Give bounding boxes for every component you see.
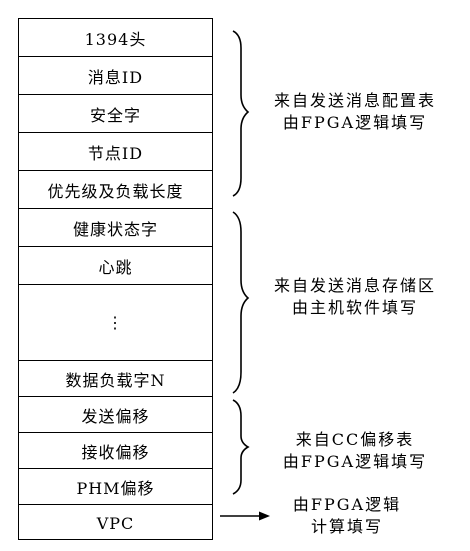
- field-safety-word: 安全字: [19, 95, 212, 133]
- field-receive-offset: 接收偏移: [19, 433, 212, 469]
- note-cc-offset-table: 来自CC偏移表 由FPGA逻辑填写: [282, 430, 428, 471]
- brace-cc-offset-table: [232, 399, 250, 495]
- brace-storage-area: [232, 211, 250, 394]
- note-storage-area: 来自发送消息存储区 由主机软件填写: [273, 276, 436, 317]
- field-ellipsis: ⋮: [19, 285, 212, 361]
- brace-config-table: [232, 30, 250, 197]
- field-message-id: 消息ID: [19, 57, 212, 95]
- field-priority-payload-length: 优先级及负载长度: [19, 171, 212, 209]
- note-vpc: 由FPGA逻辑 计算填写: [292, 495, 402, 536]
- vpc-arrow-head: [259, 511, 270, 521]
- field-health-status-word: 健康状态字: [19, 209, 212, 247]
- message-field-stack: 1394头 消息ID 安全字 节点ID 优先级及负载长度 健康状态字 心跳 ⋮ …: [18, 18, 213, 540]
- field-vpc: VPC: [96, 513, 135, 533]
- field-send-offset: 发送偏移: [19, 397, 212, 433]
- field-phm-offset: PHM偏移: [19, 469, 212, 505]
- note-config-table: 来自发送消息配置表 由FPGA逻辑填写: [273, 91, 436, 132]
- field-header-1394: 1394头: [19, 19, 212, 57]
- field-heartbeat: 心跳: [19, 247, 212, 285]
- field-node-id: 节点ID: [19, 133, 212, 171]
- field-data-payload-word-n: 数据负载字N: [19, 361, 212, 397]
